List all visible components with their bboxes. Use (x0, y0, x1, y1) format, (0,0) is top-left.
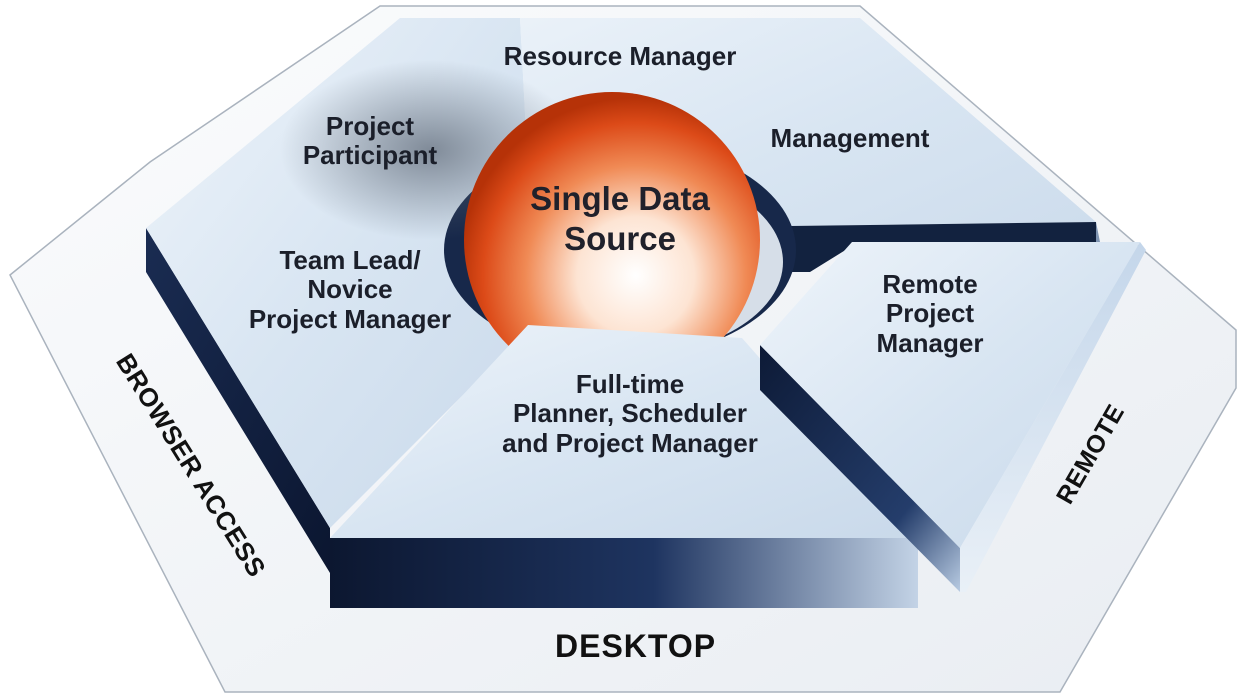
label-project-participant-line2: Participant (302, 140, 438, 171)
label-resource-manager-text: Resource Manager (503, 41, 737, 71)
management-slab-right-face (1096, 222, 1100, 242)
center-label-line2: Source (564, 219, 676, 257)
management-slab-edge (790, 222, 1096, 272)
label-full-time-line3: and Project Manager (502, 427, 758, 458)
single-data-source-sphere (464, 92, 760, 388)
label-remote-pm-line1: Remote (882, 269, 978, 299)
desktop-slab-front (330, 538, 918, 608)
remote-slab-side (760, 345, 960, 592)
label-management: Management (730, 123, 970, 153)
label-management-text: Management (770, 123, 930, 153)
browser-slab-side (146, 228, 330, 573)
label-team-lead: Team Lead/ Novice Project Manager (220, 245, 480, 334)
label-remote-pm-line2: Project (885, 298, 975, 329)
label-remote-pm-line3: Manager (876, 327, 984, 358)
label-team-lead-line2: Novice (307, 274, 393, 305)
remote-slab-right-edge (960, 242, 1146, 592)
label-remote-project-manager: Remote Project Manager (840, 269, 1020, 358)
remote-slab-top (760, 242, 1140, 548)
zone-label-desktop: DESKTOP (555, 628, 717, 664)
center-label: Single Data Source (500, 179, 740, 258)
label-project-participant-line1: Project (325, 111, 415, 141)
label-resource-manager: Resource Manager (440, 41, 800, 71)
label-full-time: Full-time Planner, Scheduler and Project… (460, 369, 800, 458)
label-project-participant: Project Participant (260, 111, 480, 171)
center-label-line1: Single Data (530, 180, 710, 217)
label-full-time-line1: Full-time (575, 369, 685, 399)
label-team-lead-line3: Project Manager (248, 303, 452, 334)
label-full-time-line2: Planner, Scheduler (512, 398, 748, 429)
label-team-lead-line1: Team Lead/ (279, 245, 421, 275)
